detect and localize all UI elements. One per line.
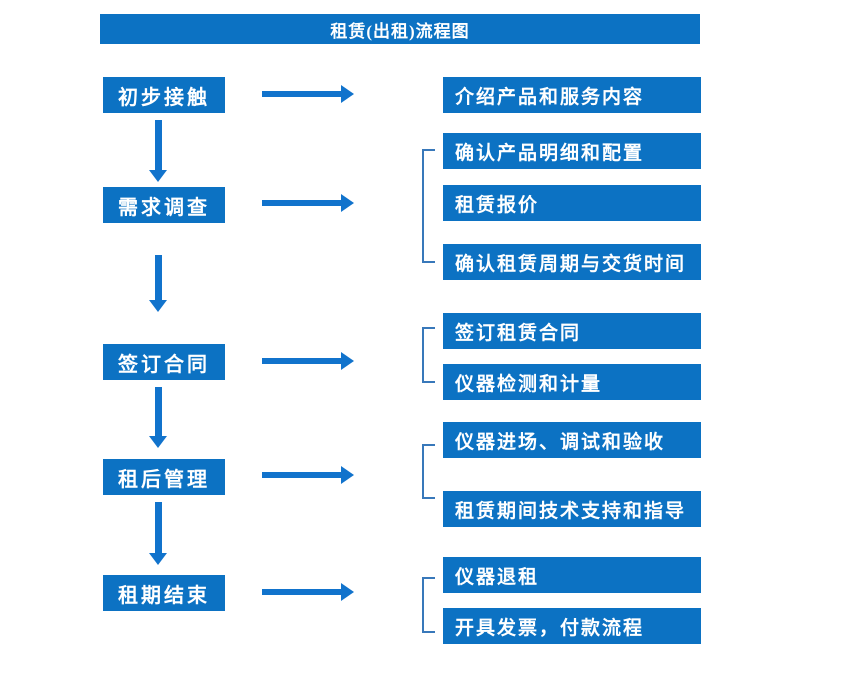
right-arrow-icon xyxy=(262,466,354,484)
arrow-head xyxy=(341,85,354,103)
detail-label: 租赁期间技术支持和指导 xyxy=(455,500,687,522)
detail-box: 确认租赁周期与交货时间 xyxy=(443,244,701,280)
step-demand-survey: 需求调查 xyxy=(103,187,225,223)
arrow-head xyxy=(341,466,354,484)
right-arrow-icon xyxy=(262,583,354,601)
detail-box: 仪器进场、调试和验收 xyxy=(443,422,701,458)
detail-label: 确认产品明细和配置 xyxy=(455,142,645,164)
down-arrow-icon xyxy=(149,120,168,182)
step-sign-contract: 签订合同 xyxy=(103,344,225,380)
detail-box: 仪器退租 xyxy=(443,557,701,593)
down-arrow-icon xyxy=(149,502,168,565)
arrow-shaft xyxy=(262,91,342,97)
step-initial-contact: 初步接触 xyxy=(103,77,225,113)
detail-label: 租赁报价 xyxy=(455,194,540,216)
detail-box: 租赁报价 xyxy=(443,185,701,221)
group-bracket xyxy=(422,327,435,383)
detail-box: 租赁期间技术支持和指导 xyxy=(443,491,701,527)
detail-label: 介绍产品和服务内容 xyxy=(455,86,645,108)
group-bracket xyxy=(422,444,435,499)
detail-box: 开具发票，付款流程 xyxy=(443,608,701,644)
detail-box: 签订租赁合同 xyxy=(443,313,701,349)
down-arrow-icon xyxy=(149,387,168,448)
arrow-shaft xyxy=(262,358,342,364)
detail-label: 确认租赁周期与交货时间 xyxy=(455,253,687,275)
step-label: 租期结束 xyxy=(118,584,210,607)
detail-label: 仪器退租 xyxy=(455,566,540,588)
detail-box: 仪器检测和计量 xyxy=(443,364,701,400)
group-bracket xyxy=(422,149,435,263)
arrow-shaft xyxy=(155,502,162,554)
arrow-head xyxy=(149,436,167,448)
group-bracket xyxy=(422,577,435,633)
detail-box: 介绍产品和服务内容 xyxy=(443,77,701,113)
detail-label: 仪器检测和计量 xyxy=(455,373,603,395)
right-arrow-icon xyxy=(262,194,354,212)
page-title: 租赁(出租)流程图 xyxy=(330,21,470,41)
arrow-head xyxy=(149,300,167,312)
step-label: 初步接触 xyxy=(118,86,210,109)
detail-label: 签订租赁合同 xyxy=(455,322,582,344)
detail-label: 仪器进场、调试和验收 xyxy=(455,431,666,453)
step-label: 需求调查 xyxy=(118,196,210,219)
step-label: 租后管理 xyxy=(118,468,210,491)
step-rental-end: 租期结束 xyxy=(103,575,225,611)
arrow-head xyxy=(341,194,354,212)
step-label: 签订合同 xyxy=(118,353,210,376)
arrow-shaft xyxy=(262,589,342,595)
arrow-head xyxy=(149,553,167,565)
step-post-rental-management: 租后管理 xyxy=(103,459,225,495)
detail-label: 开具发票，付款流程 xyxy=(455,617,645,639)
title-bar: 租赁(出租)流程图 xyxy=(100,14,700,44)
detail-box: 确认产品明细和配置 xyxy=(443,133,701,169)
arrow-head xyxy=(149,170,167,182)
right-arrow-icon xyxy=(262,352,354,370)
arrow-head xyxy=(341,352,354,370)
arrow-shaft xyxy=(262,472,342,478)
arrow-head xyxy=(341,583,354,601)
arrow-shaft xyxy=(155,255,162,301)
down-arrow-icon xyxy=(149,255,168,312)
arrow-shaft xyxy=(155,120,162,171)
arrow-shaft xyxy=(262,200,342,206)
right-arrow-icon xyxy=(262,85,354,103)
arrow-shaft xyxy=(155,387,162,437)
